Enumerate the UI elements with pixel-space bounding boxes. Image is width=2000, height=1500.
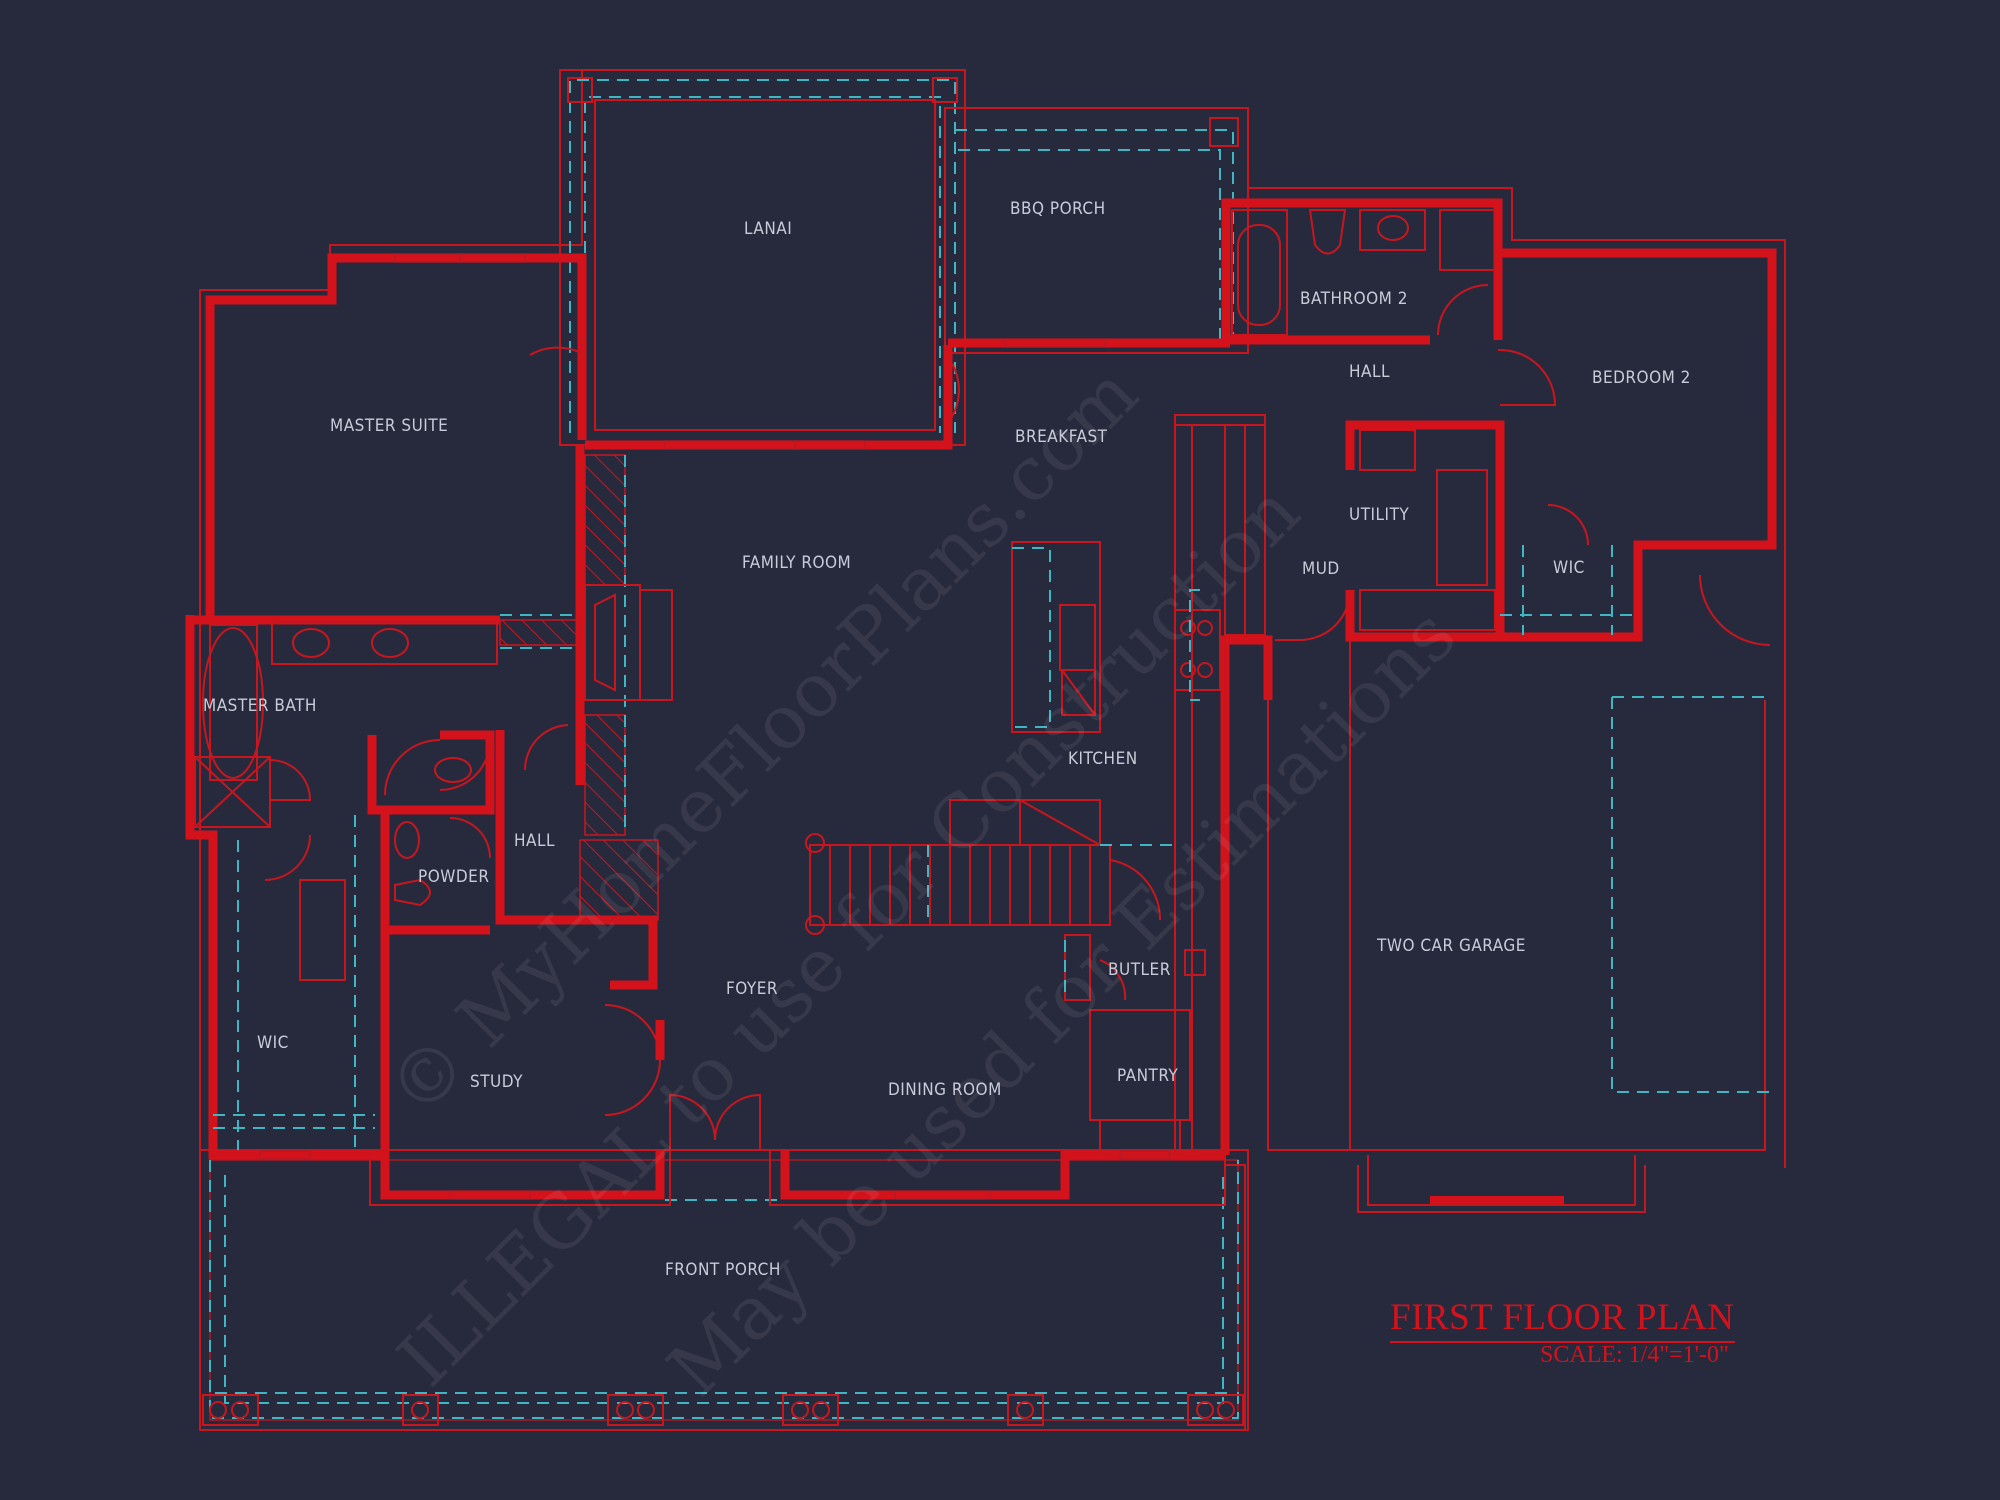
utility-fixtures bbox=[1275, 429, 1496, 641]
kitchen-island bbox=[1011, 541, 1101, 733]
bathroom2-fixtures bbox=[1231, 209, 1496, 336]
front-porch-structure bbox=[202, 1149, 1244, 1426]
room-label-hall-upper: HALL bbox=[1349, 362, 1390, 382]
room-label-foyer: FOYER bbox=[726, 979, 778, 999]
room-label-bedroom-2: BEDROOM 2 bbox=[1592, 368, 1691, 388]
bbq-porch-structure bbox=[944, 107, 1249, 354]
room-label-pantry: PANTRY bbox=[1117, 1066, 1178, 1086]
watermarks: © MyHomeFloorPlans.com ILLEGAL to use fo… bbox=[372, 350, 1472, 1412]
windows bbox=[259, 253, 1171, 1200]
room-label-family-room: FAMILY ROOM bbox=[742, 553, 851, 573]
room-label-butler: BUTLER bbox=[1108, 960, 1171, 980]
bedroom2-door bbox=[1497, 330, 1773, 420]
drawing-scale: SCALE: 1/4"=1'-0" bbox=[1540, 1342, 1729, 1368]
powder-fixtures bbox=[394, 724, 569, 907]
room-label-bathroom-2: BATHROOM 2 bbox=[1300, 289, 1408, 309]
room-label-master-suite: MASTER SUITE bbox=[330, 416, 448, 436]
lanai-structure bbox=[559, 69, 966, 446]
fireplace bbox=[584, 584, 673, 701]
foyer-doors bbox=[604, 1004, 785, 1201]
hatched-walls bbox=[499, 454, 659, 921]
kitchen-counters bbox=[1174, 414, 1266, 1156]
garage-structure bbox=[1225, 574, 1772, 1430]
room-label-utility: UTILITY bbox=[1349, 505, 1409, 525]
room-label-dining-room: DINING ROOM bbox=[888, 1080, 1002, 1100]
master-wic bbox=[213, 815, 375, 1150]
butler-pantry bbox=[1064, 934, 1191, 1156]
room-label-wic-master: WIC bbox=[257, 1033, 289, 1053]
room-labels: LANAI BBQ PORCH BATHROOM 2 BEDROOM 2 HAL… bbox=[203, 199, 1691, 1280]
room-label-wic-bedroom: WIC bbox=[1553, 558, 1585, 578]
room-label-hall-lower: HALL bbox=[514, 831, 555, 851]
room-label-study: STUDY bbox=[470, 1072, 523, 1092]
room-label-kitchen: KITCHEN bbox=[1068, 749, 1138, 769]
bedroom-wic bbox=[1500, 504, 1638, 635]
staircase bbox=[805, 799, 1175, 935]
room-label-lanai: LANAI bbox=[744, 219, 792, 239]
room-label-two-car-garage: TWO CAR GARAGE bbox=[1376, 936, 1526, 956]
room-label-breakfast: BREAKFAST bbox=[1015, 427, 1108, 447]
master-bath-fixtures bbox=[194, 621, 498, 828]
drawing-title: FIRST FLOOR PLAN bbox=[1390, 1296, 1735, 1343]
room-label-powder: POWDER bbox=[418, 867, 489, 887]
room-label-master-bath: MASTER BATH bbox=[203, 696, 317, 716]
room-label-mud: MUD bbox=[1302, 559, 1340, 579]
room-label-front-porch: FRONT PORCH bbox=[665, 1260, 781, 1280]
room-label-bbq-porch: BBQ PORCH bbox=[1010, 199, 1106, 219]
